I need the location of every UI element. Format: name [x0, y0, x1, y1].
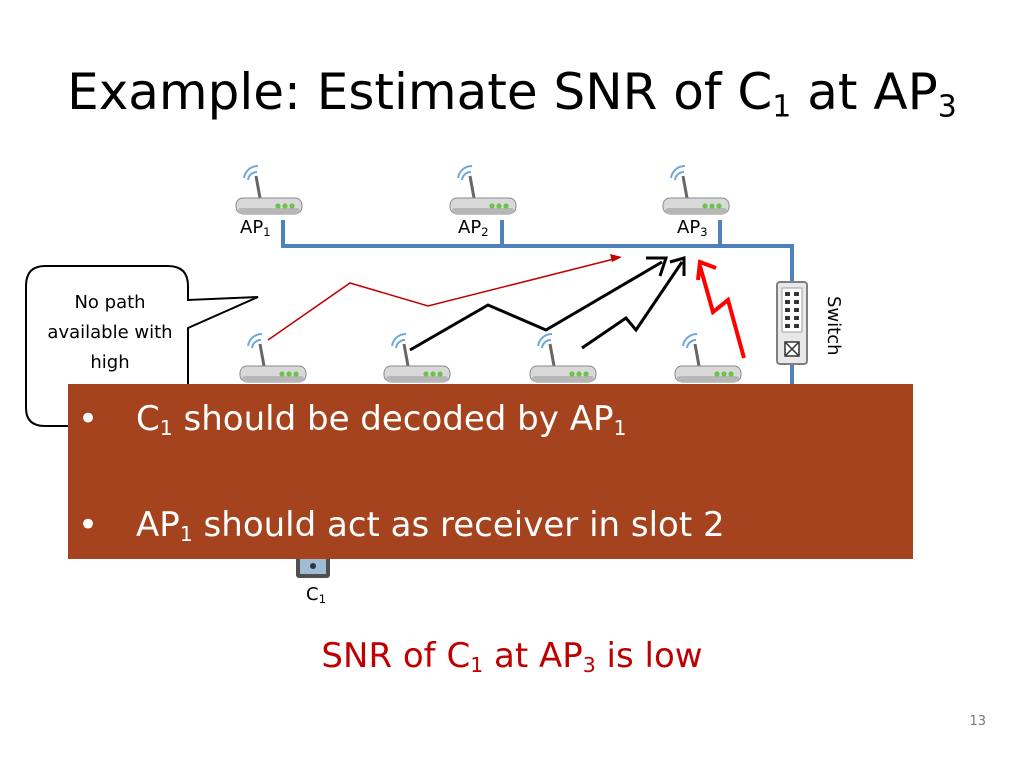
switch-icon — [776, 281, 808, 365]
ap-label-text: AP — [458, 217, 482, 238]
red-arrowhead — [610, 254, 622, 262]
bullet-text-part: AP — [136, 505, 180, 545]
interference-arrowhead — [696, 259, 717, 281]
bullet-text-part: should act as receiver in slot 2 — [192, 505, 725, 545]
bullet-subscript: 1 — [613, 416, 627, 441]
bullet-box: • C1 should be decoded by AP1 • AP1 shou… — [68, 384, 913, 559]
ap3-label: AP3 — [677, 217, 708, 239]
bullet-symbol: • — [78, 505, 99, 545]
ap-label-sub: 3 — [700, 224, 708, 239]
title-text-mid: at AP — [791, 63, 938, 121]
bullet-subscript: 1 — [159, 416, 173, 441]
client-label: C1 — [306, 584, 326, 605]
bullet-text: C1 should be decoded by AP1 — [136, 399, 626, 439]
caption-part: at AP — [483, 636, 583, 676]
ap1-router-icon — [234, 164, 304, 216]
bullet-text: AP1 should act as receiver in slot 2 — [136, 505, 725, 545]
bullet-symbol: • — [78, 399, 99, 439]
router-icon — [238, 332, 308, 384]
ap2-label: AP2 — [458, 217, 489, 239]
title-subscript: 1 — [772, 89, 792, 125]
router-icon — [528, 332, 598, 384]
ap-label-text: AP — [677, 217, 701, 238]
backbone-line — [281, 220, 794, 282]
snr-caption: SNR of C1 at AP3 is low — [0, 636, 1024, 676]
bullet-text-part: C — [136, 399, 160, 439]
caption-subscript: 3 — [582, 653, 596, 678]
router-icon — [673, 332, 743, 384]
caption-subscript: 1 — [470, 653, 484, 678]
black-path-arrow — [409, 260, 663, 352]
caption-part: is low — [595, 636, 703, 676]
client-label-text: C — [306, 584, 319, 605]
slide-title: Example: Estimate SNR of C1 at AP3 — [0, 62, 1024, 122]
interference-bolt-icon — [698, 265, 746, 359]
client-label-sub: 1 — [318, 591, 327, 606]
ap-label-sub: 1 — [263, 224, 271, 239]
black-path-arrow — [581, 261, 684, 350]
title-text: Example: Estimate SNR of C — [67, 63, 773, 121]
bullet-subscript: 1 — [179, 522, 193, 547]
router-icon — [382, 332, 452, 384]
ap1-label: AP1 — [240, 217, 271, 239]
bullet-text-part: should be decoded by AP — [172, 399, 614, 439]
switch-label: Switch — [823, 296, 844, 356]
red-path-arrow — [267, 257, 619, 341]
page-number: 13 — [969, 714, 986, 729]
ap-label-text: AP — [240, 217, 264, 238]
title-subscript: 3 — [937, 89, 957, 125]
callout-text: No path available with high — [47, 292, 173, 373]
black-arrowhead — [669, 256, 686, 276]
ap3-router-icon — [661, 164, 731, 216]
ap2-router-icon — [448, 164, 518, 216]
caption-part: SNR of C — [321, 636, 471, 676]
ap-label-sub: 2 — [481, 224, 489, 239]
black-arrowhead — [646, 256, 669, 277]
